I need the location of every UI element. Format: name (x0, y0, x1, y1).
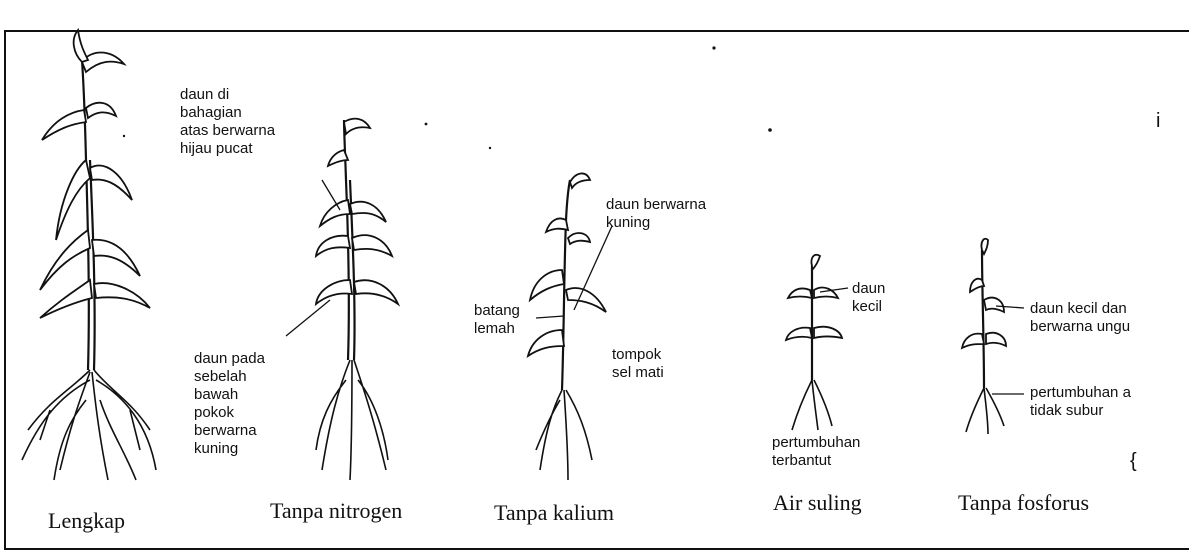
margin-mark-top: i (1156, 112, 1160, 130)
annotation-fosforus-growth: pertumbuhan a tidak subur (1030, 384, 1131, 420)
plant-fosforus-drawing (962, 239, 1006, 434)
plant-suling-drawing (786, 255, 842, 430)
annotation-nitrogen-bottom: daun pada sebelah bawah pokok berwarna k… (194, 350, 265, 458)
annotation-kalium-stem: batang lemah (474, 302, 520, 338)
margin-mark-bottom: { (1130, 452, 1137, 470)
plant-nitrogen-drawing (316, 119, 398, 480)
caption-tanpa-kalium: Tanpa kalium (494, 500, 614, 526)
plant-kalium-drawing (528, 173, 606, 480)
caption-lengkap: Lengkap (48, 508, 125, 534)
annotation-kalium-spots: tompok sel mati (612, 346, 664, 382)
annotation-suling-growth: pertumbuhan terbantut (772, 434, 860, 470)
plant-lengkap-drawing (22, 30, 156, 480)
caption-tanpa-nitrogen: Tanpa nitrogen (270, 498, 402, 524)
annotation-fosforus-leaf: daun kecil dan berwarna ungu (1030, 300, 1130, 336)
caption-air-suling: Air suling (773, 490, 862, 516)
annotation-kalium-leaf: daun berwarna kuning (606, 196, 706, 232)
caption-tanpa-fosforus: Tanpa fosforus (958, 490, 1089, 516)
annotation-suling-leaf: daun kecil (852, 280, 885, 316)
annotation-nitrogen-top: daun di bahagian atas berwarna hijau puc… (180, 86, 275, 158)
